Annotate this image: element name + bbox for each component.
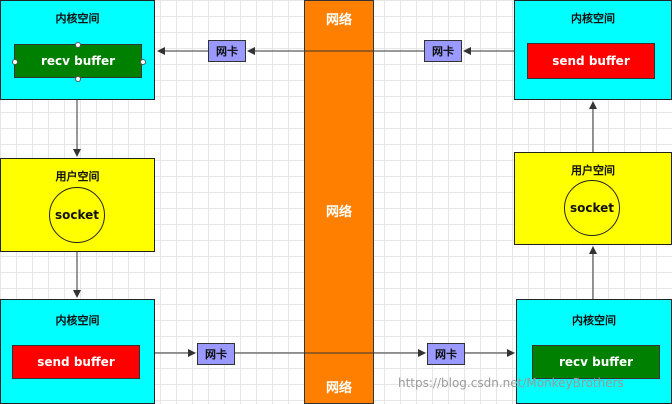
right-top-kernel-title: 内核空间	[571, 12, 615, 25]
network-column: 网络 网络 网络	[304, 0, 374, 404]
left-recv-buffer: recv buffer	[14, 44, 142, 78]
right-send-buffer: send buffer	[527, 43, 655, 79]
nic-top-left: 网卡	[208, 40, 246, 62]
left-top-kernel-space: 内核空间 recv buffer	[0, 0, 155, 100]
network-label-middle: 网络	[325, 205, 352, 220]
left-bottom-kernel-space: 内核空间 send buffer	[0, 299, 155, 404]
right-user-space: 用户空间 socket	[514, 152, 672, 245]
right-recv-buffer: recv buffer	[532, 345, 660, 379]
right-socket: socket	[564, 180, 620, 236]
left-user-title: 用户空间	[55, 170, 100, 183]
network-label-top: 网络	[325, 13, 352, 28]
nic-bottom-left: 网卡	[197, 343, 235, 365]
left-top-kernel-title: 内核空间	[55, 12, 100, 25]
selection-handle	[140, 59, 146, 65]
right-bottom-kernel-space: 内核空间 recv buffer	[516, 299, 672, 404]
left-user-space: 用户空间 socket	[0, 158, 155, 252]
right-bottom-kernel-title: 内核空间	[572, 314, 616, 327]
network-label-bottom: 网络	[325, 381, 352, 396]
nic-bottom-right: 网卡	[427, 343, 465, 365]
selection-handle	[75, 76, 81, 82]
selection-handle	[12, 59, 18, 65]
selection-handle	[75, 42, 81, 48]
right-top-kernel-space: 内核空间 send buffer	[514, 0, 672, 100]
left-bottom-kernel-title: 内核空间	[55, 314, 100, 327]
left-send-buffer: send buffer	[12, 345, 140, 379]
left-socket: socket	[49, 187, 105, 243]
right-user-title: 用户空间	[571, 164, 615, 177]
watermark: https://blog.csdn.net/MonkeyBrothers	[398, 376, 624, 390]
nic-top-right: 网卡	[424, 40, 462, 62]
